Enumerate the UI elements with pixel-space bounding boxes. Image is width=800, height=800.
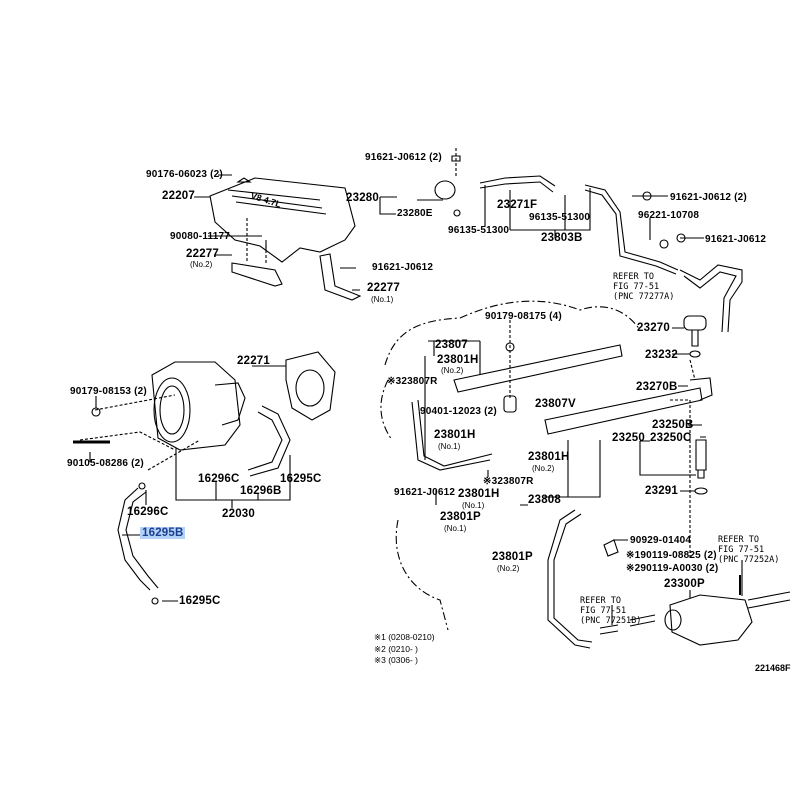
reference-line: FIG 77-51: [718, 545, 765, 555]
part-label-90401-12023[interactable]: 90401-12023 (2): [420, 406, 497, 417]
reference-line: (PNC 77277A): [613, 292, 675, 302]
date-range-notes: ※1 (0208-0210) ※2 (0210- ) ※3 (0306- ): [374, 632, 435, 667]
part-label-22277-no1[interactable]: 22277: [367, 282, 400, 294]
part-label-22271[interactable]: 22271: [237, 355, 270, 367]
damper-23300p-drawing: [599, 539, 791, 646]
sub-label-no1: (No.1): [462, 501, 485, 510]
sub-label-no1: (No.1): [371, 295, 394, 304]
part-label-16295c-b[interactable]: 16295C: [179, 595, 221, 607]
part-label-90176-06023[interactable]: 90176-06023 (2): [146, 169, 223, 180]
part-label-16295b-selected[interactable]: 16295B: [140, 527, 186, 539]
part-label-23801h-no2[interactable]: 23801H: [437, 354, 479, 366]
part-label-23250c[interactable]: 23250C: [650, 432, 692, 444]
regulator-injector-drawing: [639, 315, 708, 560]
sub-label-no2: (No.2): [497, 564, 520, 573]
part-label-23807[interactable]: 23807: [435, 339, 468, 351]
part-label-16296b[interactable]: 16296B: [240, 485, 282, 497]
part-label-23801h-no1[interactable]: 23801H: [434, 429, 476, 441]
part-label-23807r[interactable]: ※323807R: [387, 376, 438, 387]
part-label-91621-j0612-2[interactable]: 91621-J0612 (2): [670, 192, 747, 203]
part-label-23232[interactable]: 23232: [645, 349, 678, 361]
note-2: ※2 (0210- ): [374, 643, 418, 654]
reference-line: REFER TO: [718, 535, 759, 545]
reference-note-77252a[interactable]: REFER TO FIG 77-51 (PNC 77252A): [718, 535, 779, 565]
part-label-91621-j0612-3[interactable]: 91621-J0612: [705, 234, 767, 245]
reference-line: (PNC 77252A): [718, 555, 780, 565]
part-label-23300p[interactable]: 23300P: [664, 578, 705, 590]
reference-line: (PNC 77251B): [580, 616, 642, 626]
part-label-23807r-b[interactable]: ※323807R: [483, 476, 534, 487]
part-label-96135-51300-b[interactable]: 96135-51300: [448, 225, 510, 236]
part-label-22207[interactable]: 22207: [162, 190, 195, 202]
throttle-body-drawing: [73, 351, 336, 605]
part-label-23250[interactable]: 23250: [612, 432, 645, 444]
part-label-23280[interactable]: 23280: [346, 192, 379, 204]
engine-cover-drawing: V8 4.7L: [209, 177, 362, 301]
part-label-90179-08153[interactable]: 90179-08153 (2): [70, 386, 147, 397]
fuel-rails-drawing: [411, 320, 713, 649]
sub-label-no1: (No.1): [438, 442, 461, 451]
sub-label-no2: (No.2): [532, 464, 555, 473]
part-label-23291[interactable]: 23291: [645, 485, 678, 497]
part-label-23807v[interactable]: 23807V: [535, 398, 576, 410]
figure-id: 221468F: [755, 663, 791, 673]
part-label-96221-10708[interactable]: 96221-10708: [638, 210, 700, 221]
part-label-23801h-no2-b[interactable]: 23801H: [528, 451, 570, 463]
part-label-23803b[interactable]: 23803B: [541, 232, 583, 244]
part-label-23808[interactable]: 23808: [528, 494, 561, 506]
part-label-23250b[interactable]: 23250B: [652, 419, 694, 431]
reference-line: REFER TO: [613, 272, 654, 282]
part-label-22030[interactable]: 22030: [222, 508, 255, 520]
note-1: ※1 (0208-0210): [374, 632, 435, 642]
part-label-23271f[interactable]: 23271F: [497, 199, 538, 211]
reference-line: REFER TO: [580, 596, 621, 606]
note-3: ※3 (0306- ): [374, 655, 418, 665]
part-label-16296c[interactable]: 16296C: [198, 473, 240, 485]
cover-logo-text: V8 4.7L: [249, 190, 283, 209]
reference-line: FIG 77-51: [613, 282, 660, 292]
part-label-23801p-no2[interactable]: 23801P: [492, 551, 533, 563]
part-label-23280e[interactable]: 23280E: [397, 208, 433, 219]
part-label-96135-51300-a[interactable]: 96135-51300: [529, 212, 591, 223]
sub-label-no2: (No.2): [190, 260, 213, 269]
part-label-23270[interactable]: 23270: [637, 322, 670, 334]
part-label-90929-01404[interactable]: 90929-01404: [630, 535, 692, 546]
part-label-16296c-b[interactable]: 16296C: [127, 506, 169, 518]
part-label-91621-j0612[interactable]: 91621-J0612 (2): [365, 152, 442, 163]
part-label-23270b[interactable]: 23270B: [636, 381, 678, 393]
part-label-22277-no2[interactable]: 22277: [186, 248, 219, 260]
part-label-16295c[interactable]: 16295C: [280, 473, 322, 485]
part-label-91621-j0612-4[interactable]: 91621-J0612: [372, 262, 434, 273]
sub-label-no1: (No.1): [444, 524, 467, 533]
reference-note-77251b[interactable]: REFER TO FIG 77-51 (PNC 77251B): [580, 596, 641, 626]
part-label-91621-j0612-5[interactable]: 91621-J0612: [394, 487, 456, 498]
part-label-23801h-no1-b[interactable]: 23801H: [458, 488, 500, 500]
part-label-90119-08825[interactable]: ※190119-08825 (2): [626, 550, 717, 561]
part-label-23801p-no1[interactable]: 23801P: [440, 511, 481, 523]
part-label-90119-a0030[interactable]: ※290119-A0030 (2): [626, 563, 719, 574]
part-label-90179-08175[interactable]: 90179-08175 (4): [485, 311, 562, 322]
reference-note-77277a[interactable]: REFER TO FIG 77-51 (PNC 77277A): [613, 272, 674, 302]
part-label-90080-11177[interactable]: 90080-11177: [170, 231, 231, 242]
part-label-90105-08286[interactable]: 90105-08286 (2): [67, 458, 144, 469]
reference-line: FIG 77-51: [580, 606, 627, 616]
sub-label-no2: (No.2): [441, 366, 464, 375]
fuel-hose-23803b-drawing: [379, 148, 743, 333]
